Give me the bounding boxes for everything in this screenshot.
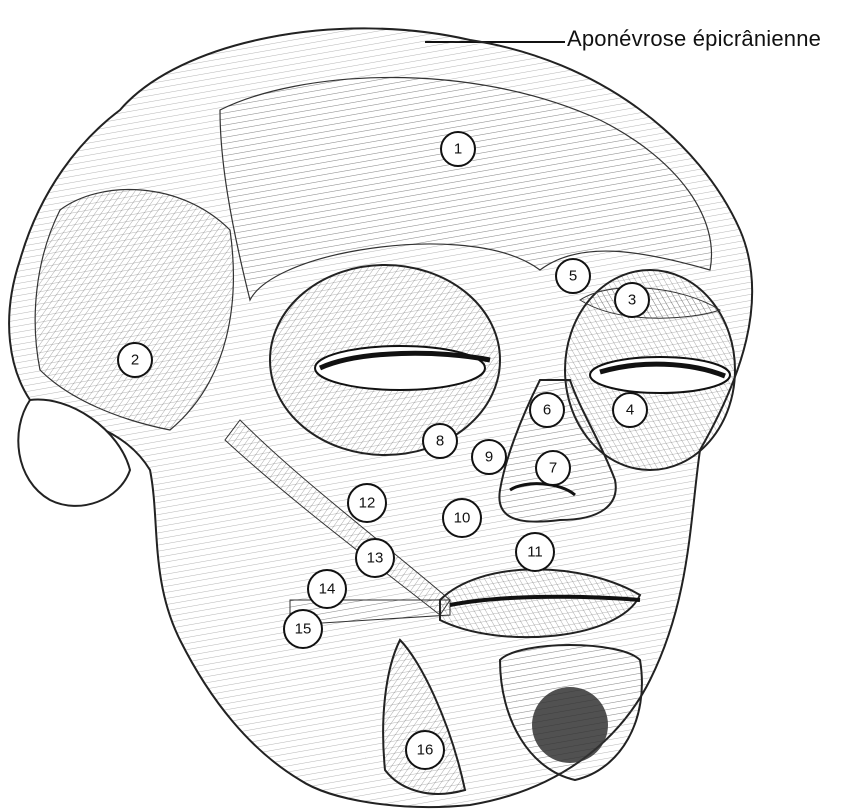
marker-13: 13 <box>356 539 394 577</box>
marker-11: 11 <box>516 533 554 571</box>
marker-label: 10 <box>454 510 471 527</box>
chin-dots <box>532 687 608 763</box>
marker-label: 1 <box>454 141 462 158</box>
marker-label: 15 <box>295 621 312 638</box>
marker-label: 2 <box>131 352 139 369</box>
marker-label: 13 <box>367 550 384 567</box>
marker-16: 16 <box>406 731 444 769</box>
marker-label: 16 <box>417 742 434 759</box>
marker-label: 14 <box>319 581 336 598</box>
marker-5: 5 <box>556 259 590 293</box>
marker-label: 6 <box>543 402 551 419</box>
marker-12: 12 <box>348 484 386 522</box>
marker-15: 15 <box>284 610 322 648</box>
marker-8: 8 <box>423 424 457 458</box>
marker-14: 14 <box>308 570 346 608</box>
marker-4: 4 <box>613 393 647 427</box>
marker-label: 7 <box>549 460 557 477</box>
marker-3: 3 <box>615 283 649 317</box>
marker-2: 2 <box>118 343 152 377</box>
marker-9: 9 <box>472 440 506 474</box>
marker-label: 8 <box>436 433 444 450</box>
marker-1: 1 <box>441 132 475 166</box>
marker-label: 4 <box>626 402 634 419</box>
marker-label: 12 <box>359 495 376 512</box>
marker-label: 11 <box>527 544 543 561</box>
marker-label: 5 <box>569 268 577 285</box>
marker-7: 7 <box>536 451 570 485</box>
marker-label: 9 <box>485 449 493 466</box>
marker-6: 6 <box>530 393 564 427</box>
marker-label: 3 <box>628 292 636 309</box>
marker-10: 10 <box>443 499 481 537</box>
